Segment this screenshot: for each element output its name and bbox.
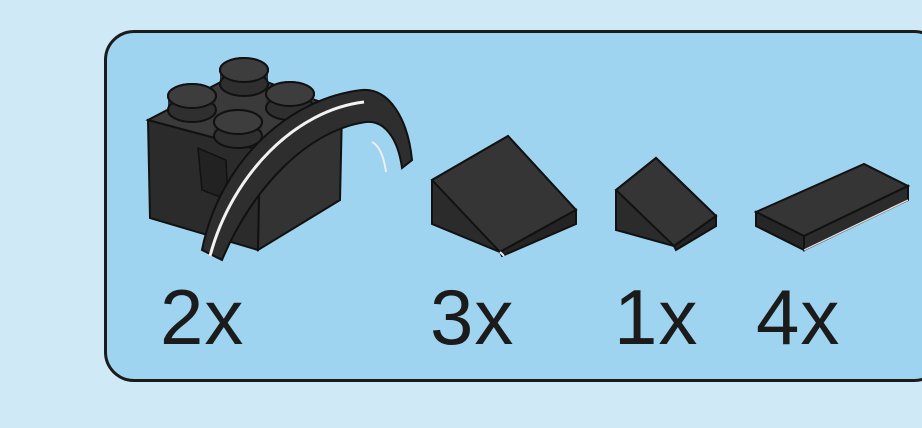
tile-1x2-icon <box>753 162 911 252</box>
quantity-label-tile-1x2: 4x <box>756 273 841 361</box>
brick-mudguard-arch-icon <box>145 57 414 262</box>
quantity-label-mudguard: 2x <box>160 273 245 361</box>
quantity-label-slope-2x2: 3x <box>430 273 515 361</box>
quantity-label-slope-1x1: 1x <box>614 273 699 361</box>
slope-1x1-icon <box>614 156 718 252</box>
slope-2x2-icon <box>430 134 578 258</box>
